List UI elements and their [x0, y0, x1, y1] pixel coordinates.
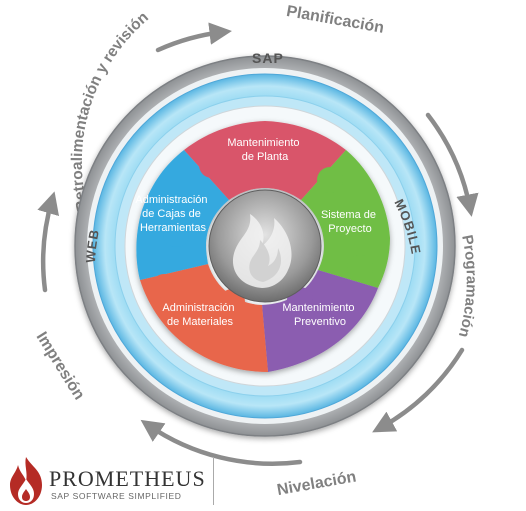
- module-label-administracion-cajas: Administración de Cajas de Herramientas: [135, 194, 210, 234]
- module-label-sistema-proyecto: Sistema de Proyecto: [321, 209, 379, 235]
- arrow-to-nivelacion: [372, 347, 465, 433]
- module-label-mantenimiento-preventivo: Mantenimiento Preventivo: [282, 302, 357, 328]
- arrow-to-programacion: [425, 112, 479, 217]
- stage-label-programacion: Programación: [455, 233, 480, 339]
- arrow-to-planificacion: [155, 22, 232, 53]
- center-flame: [208, 189, 322, 303]
- puzzle-piece-mantenimiento-preventivo: [262, 270, 378, 372]
- stage-label-nivelacion: Nivelación: [276, 468, 358, 499]
- logo-tagline: SAP SOFTWARE SIMPLIFIED: [51, 491, 182, 501]
- stage-label-planificacion: Planificación: [285, 3, 385, 37]
- logo-flame-icon: [10, 457, 42, 505]
- module-label-mantenimiento-planta: Mantenimiento de Planta: [227, 137, 302, 163]
- platform-web: WEB: [83, 228, 102, 264]
- puzzle-piece-mantenimiento-planta: [184, 121, 346, 200]
- puzzle-piece-administracion-cajas: [136, 150, 229, 280]
- module-label-administracion-materiales: Administración de Materiales: [162, 302, 237, 328]
- logo-divider: [213, 457, 214, 505]
- module-puzzle: [136, 121, 390, 372]
- stage-label-impresion: Impresión: [33, 329, 88, 403]
- arrow-to-impresion: [140, 419, 303, 466]
- platform-sap: SAP: [252, 50, 284, 66]
- module-labels: Mantenimiento de Planta Sistema de Proye…: [135, 137, 379, 328]
- logo-wordmark: PROMETHEUS: [49, 466, 206, 491]
- prometheus-logo: PROMETHEUS SAP SOFTWARE SIMPLIFIED: [2, 455, 217, 509]
- cycle-arrows: [37, 22, 479, 466]
- arrow-to-retro: [37, 191, 60, 293]
